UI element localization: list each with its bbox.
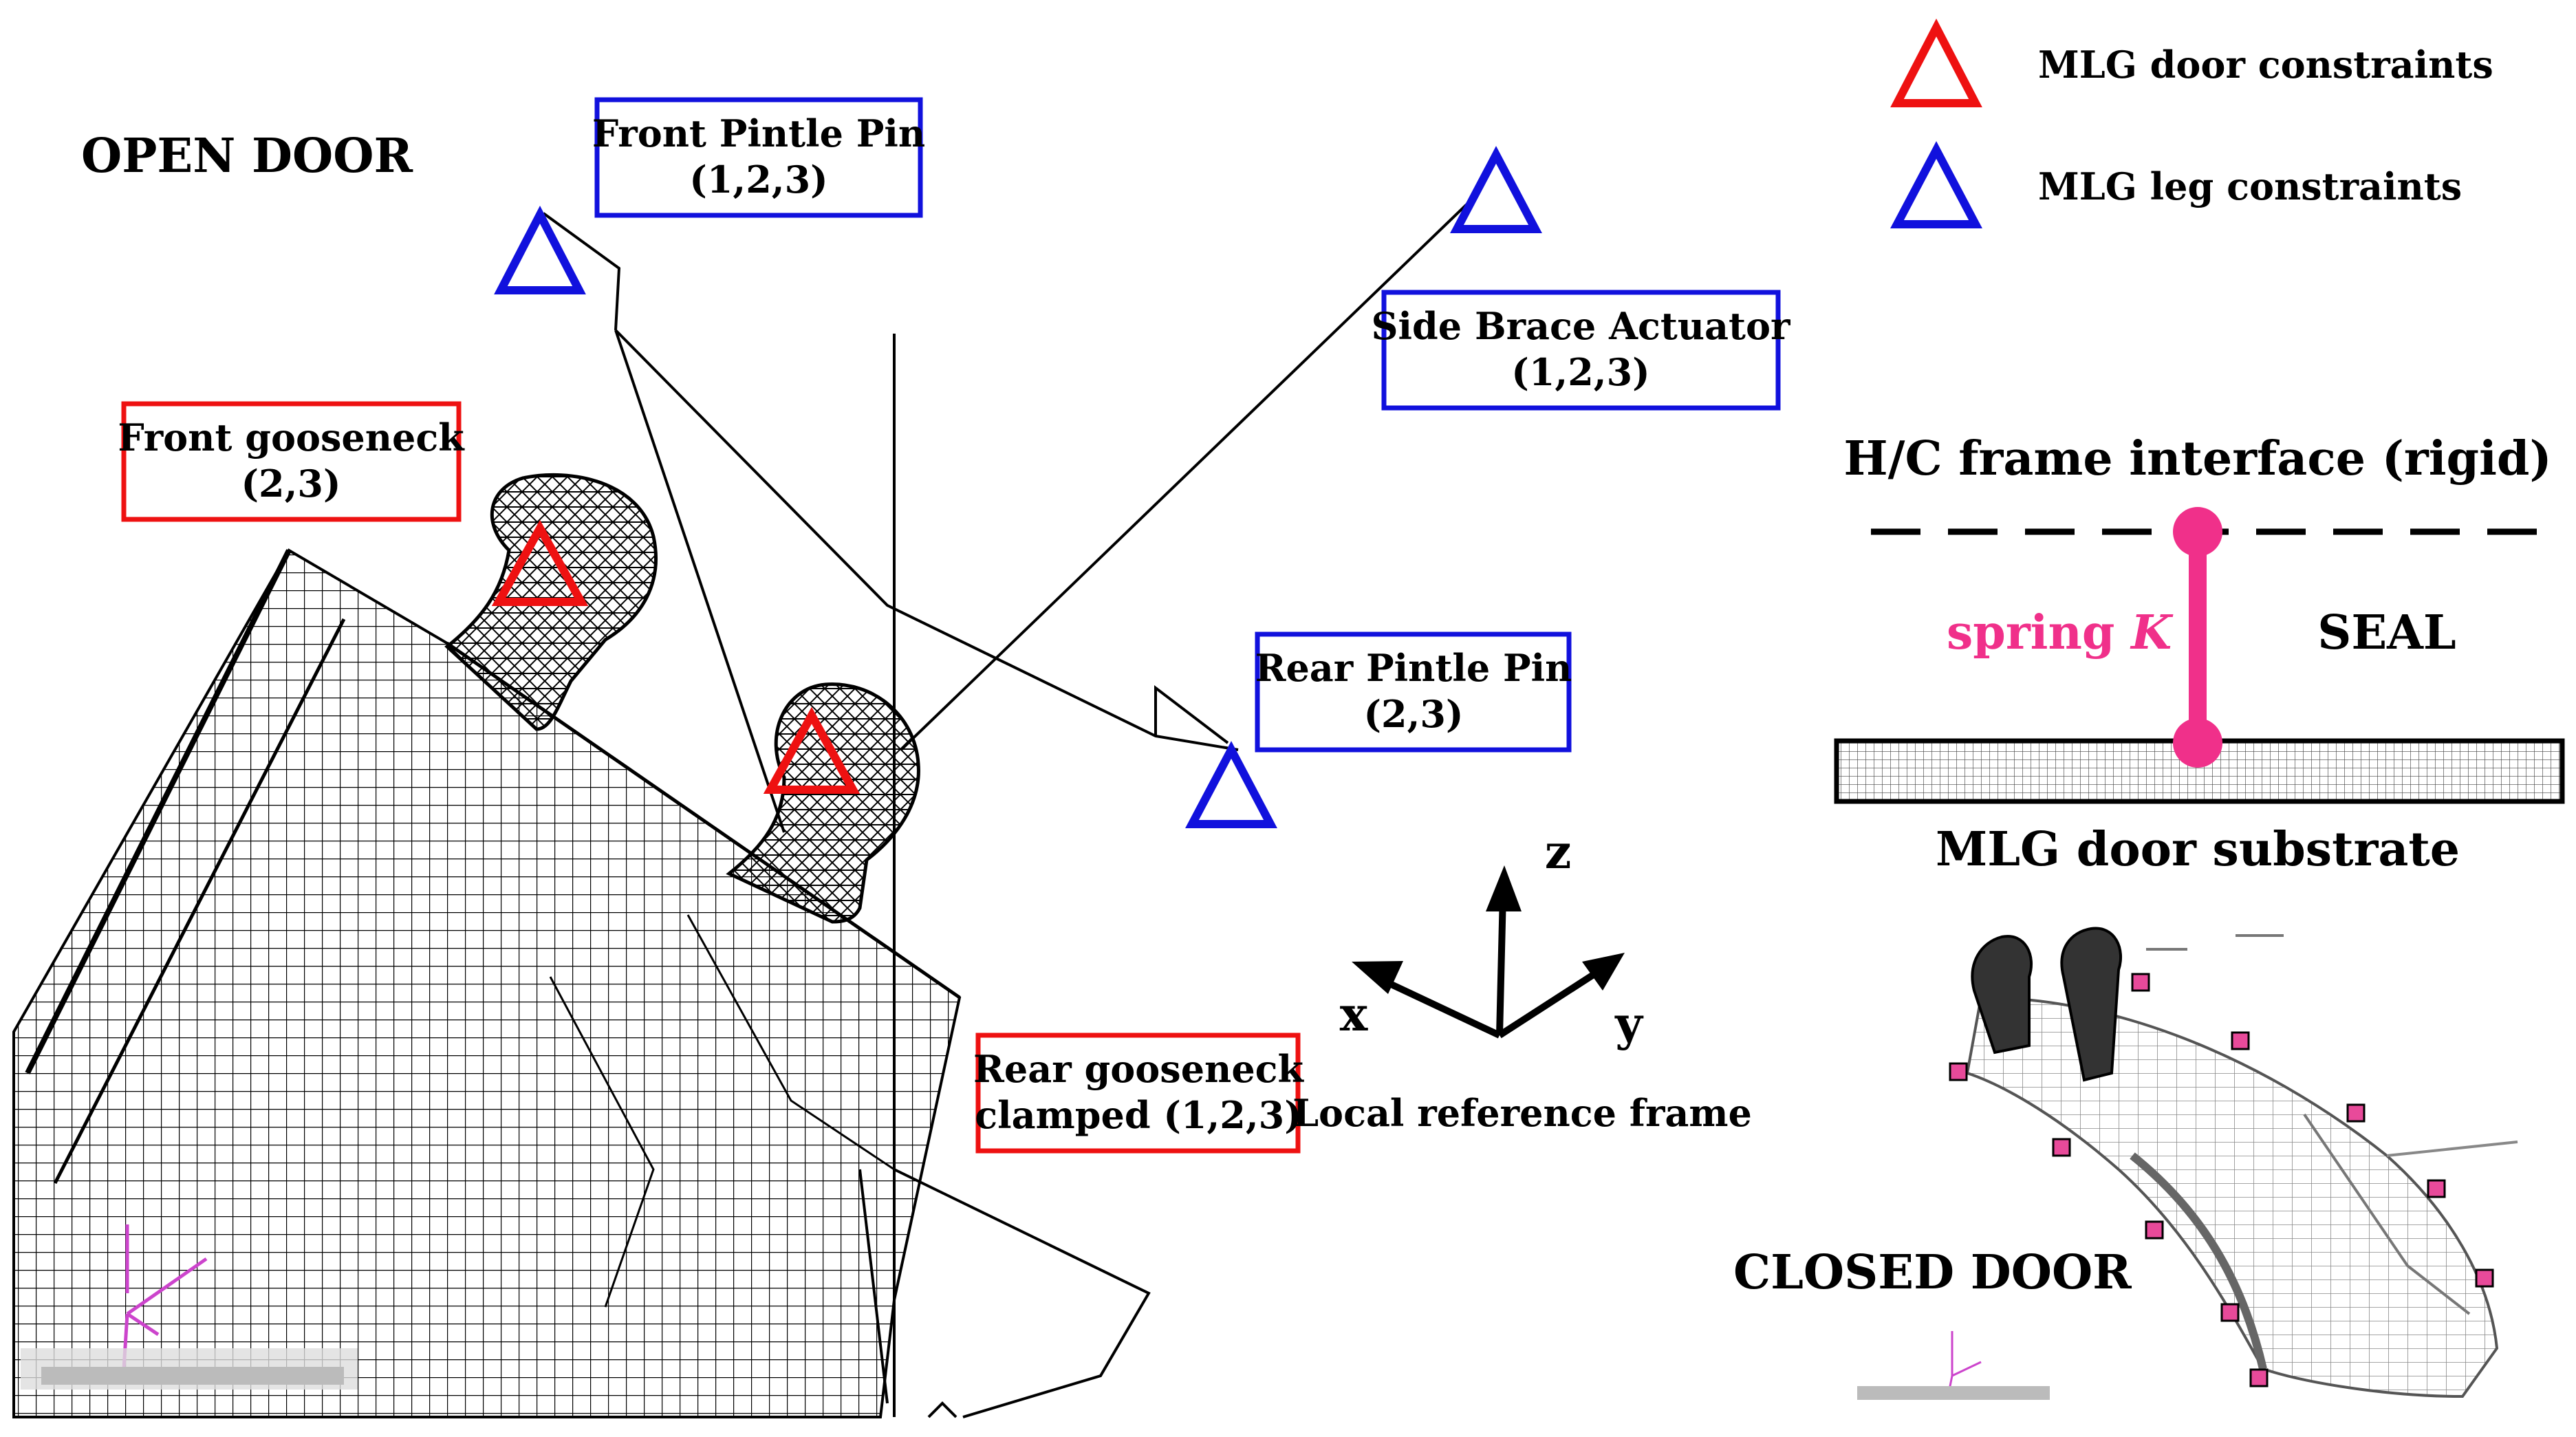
y-axis-label: y [1614, 997, 1644, 1052]
side-brace-dof: (1,2,3) [1511, 350, 1649, 394]
front-pintle-dof: (1,2,3) [689, 158, 827, 202]
side-brace-constraint-icon [1450, 146, 1542, 233]
front-pintle-name: Front Pintle Pin [592, 111, 925, 155]
spring-bottom-node [2173, 718, 2222, 768]
callout-front-pintle-pin: Front Pintle Pin (1,2,3) [592, 97, 925, 218]
spring-top-node [2173, 507, 2222, 557]
rear-gooseneck-constraint-icon [763, 706, 861, 794]
legend-door-constraints-label: MLG door constraints [2038, 43, 2493, 87]
callout-front-gooseneck: Front gooseneck (2,3) [118, 401, 465, 522]
rear-pintle-dof: (2,3) [1363, 692, 1463, 736]
closed-front-gooseneck [1971, 935, 2033, 1055]
x-axis-label: x [1340, 987, 1368, 1042]
callout-side-brace-actuator: Side Brace Actuator (1,2,3) [1372, 290, 1790, 411]
open-door-mesh [12, 473, 962, 1418]
closed-door-title: CLOSED DOOR [1733, 1245, 2132, 1300]
legend-leg-constraint-icon [1890, 141, 1982, 228]
callout-rear-gooseneck: Rear gooseneck clamped (1,2,3) [973, 1033, 1305, 1154]
rear-gooseneck-mesh [726, 682, 920, 924]
rear-pintle-name: Rear Pintle Pin [1255, 646, 1572, 690]
front-gooseneck-name: Front gooseneck [118, 415, 465, 460]
seal-label: SEAL [2317, 605, 2456, 660]
open-door-title: OPEN DOOR [81, 129, 413, 184]
z-axis-label: z [1545, 825, 1572, 880]
rear-gooseneck-line1: Rear gooseneck [973, 1047, 1305, 1091]
front-gooseneck-dof: (2,3) [241, 462, 340, 506]
rear-pintle-constraint-icon [1185, 741, 1277, 828]
callout-rear-pintle-pin: Rear Pintle Pin (2,3) [1255, 631, 1572, 753]
legend-door-constraint-icon [1890, 18, 1982, 107]
closed-door-mesh [1857, 927, 2518, 1400]
z-axis-arrow-icon [1486, 865, 1522, 911]
substrate-label: MLG door substrate [1936, 822, 2460, 877]
closed-door-msc-logo [1857, 1331, 2050, 1400]
seal-model-schematic: H/C frame interface (rigid) spring K SEA… [1834, 431, 2565, 877]
seal-spring-nodes [1949, 973, 2494, 1387]
reference-frame-caption: Local reference frame [1292, 1091, 1752, 1135]
x-axis-arrow-icon [1352, 961, 1403, 994]
y-axis-arrow-icon [1582, 953, 1625, 991]
local-reference-frame: z x y Local reference frame [1292, 825, 1752, 1135]
front-gooseneck-constraint-icon [491, 519, 589, 606]
msc-software-logo [21, 1224, 358, 1390]
frame-interface-label: H/C frame interface (rigid) [1843, 431, 2551, 486]
landing-gear-leg-lines [542, 191, 1480, 1418]
spring-label: spring K [1947, 605, 2174, 660]
closed-rear-gooseneck [2060, 927, 2123, 1082]
legend-leg-constraints-label: MLG leg constraints [2038, 164, 2462, 208]
front-pintle-constraint-icon [494, 205, 586, 294]
side-brace-name: Side Brace Actuator [1372, 304, 1790, 348]
rear-gooseneck-line2: clamped (1,2,3) [975, 1093, 1302, 1137]
